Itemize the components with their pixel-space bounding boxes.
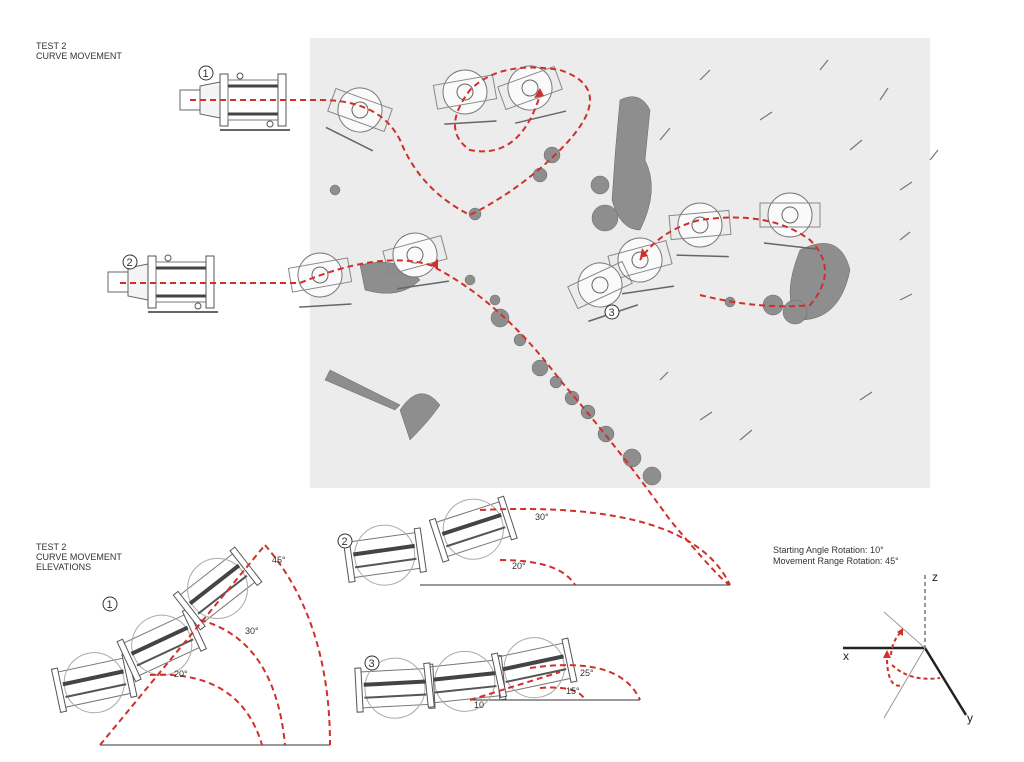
svg-text:3: 3 [609, 307, 615, 319]
elevation-1: 1 45° 30° 20° [47, 538, 331, 746]
elevations-title-line-2: CURVE MOVEMENT [36, 552, 122, 562]
plan-title-line-1: TEST 2 [36, 41, 67, 51]
plan-title-line-2: CURVE MOVEMENT [36, 51, 122, 61]
paint-streaks [659, 59, 939, 441]
arrowhead-icon [534, 88, 544, 98]
movement-range-note: Movement Range Rotation: 45° [773, 556, 899, 566]
marker-2: 2 [122, 254, 138, 270]
path-3 [639, 216, 826, 308]
svg-text:20°: 20° [174, 669, 188, 679]
svg-text:20°: 20° [512, 561, 526, 571]
svg-text:z: z [932, 570, 938, 584]
arrowhead-icon [883, 650, 891, 658]
svg-text:30°: 30° [245, 626, 259, 636]
svg-text:y: y [967, 711, 973, 725]
plan-title: TEST 2 CURVE MOVEMENT [36, 41, 122, 61]
elevation-2: 2 30° 20° [337, 486, 731, 593]
svg-text:30°: 30° [535, 512, 549, 522]
path-1 [190, 66, 591, 217]
elevations-title: TEST 2 CURVE MOVEMENT ELEVATIONS [36, 542, 122, 572]
elevation-3: 3 25° 15° 10 [354, 628, 641, 720]
elevations-title-line-1: TEST 2 [36, 542, 67, 552]
svg-text:45°: 45° [272, 555, 286, 565]
rotation-notes: Starting Angle Rotation: 10° Movement Ra… [773, 545, 899, 567]
rotation-axes-diagram: z x y [843, 570, 973, 725]
svg-text:x: x [843, 649, 849, 663]
svg-text:1: 1 [203, 68, 209, 80]
marker-1: 1 [198, 65, 214, 81]
svg-text:10: 10 [474, 700, 484, 710]
machine-1-base [178, 71, 292, 132]
arrowhead-icon [430, 259, 438, 269]
svg-text:15°: 15° [566, 686, 580, 696]
path-2 [120, 259, 731, 586]
svg-text:2: 2 [127, 257, 133, 269]
svg-text:2: 2 [342, 536, 348, 548]
starting-angle-note: Starting Angle Rotation: 10° [773, 545, 884, 555]
svg-text:1: 1 [107, 599, 113, 611]
marker-3: 3 [604, 304, 620, 320]
arrowhead-icon [640, 248, 648, 258]
elevations-title-line-3: ELEVATIONS [36, 562, 92, 572]
svg-text:25°: 25° [580, 668, 594, 678]
arrowhead-icon [897, 628, 903, 636]
svg-text:3: 3 [369, 658, 375, 670]
